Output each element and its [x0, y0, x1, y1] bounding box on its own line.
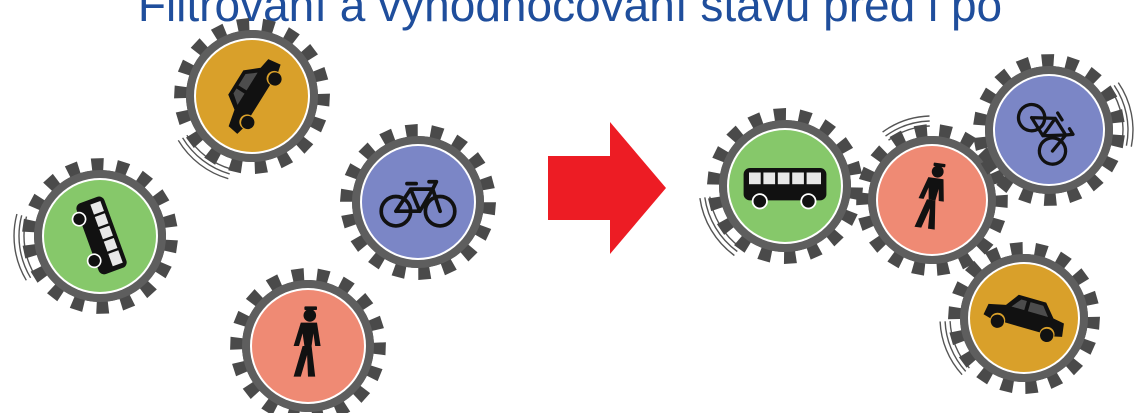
after-bus-gear: [707, 108, 863, 264]
before-bus-gear: [22, 158, 178, 314]
after-car-gear: [948, 242, 1100, 394]
after-pedestrian-gear: [856, 124, 1008, 276]
after-bicycle-gear: [973, 54, 1125, 206]
before-pedestrian-gear: [230, 268, 386, 413]
arrow-right-icon: [548, 122, 666, 254]
before-bicycle-gear: [340, 123, 496, 281]
page-title: Filtrování a vyhodnocování stavu před i …: [137, 0, 1003, 31]
before-car-gear: [174, 18, 330, 174]
